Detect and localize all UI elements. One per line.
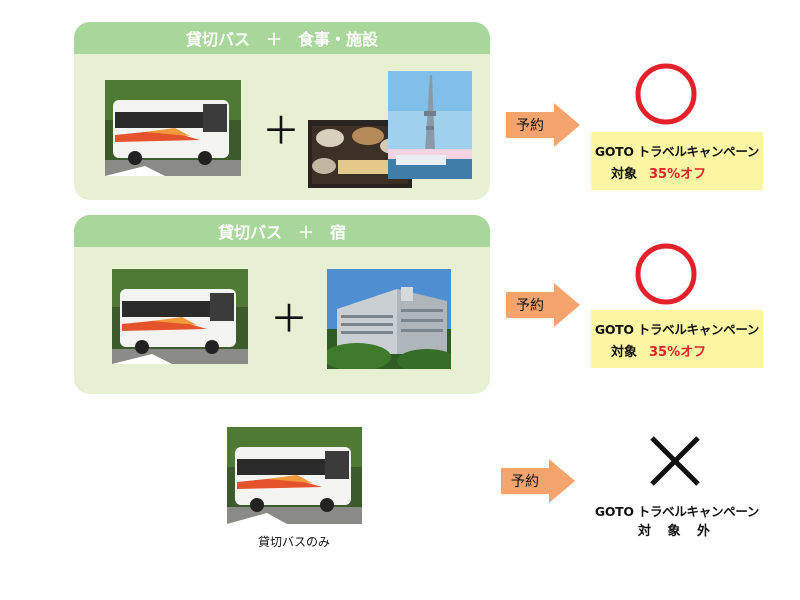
campaign-label: GOTO トラベルキャンペーン (594, 144, 760, 159)
not-eligible-label: 対 象 外 (637, 524, 717, 539)
discount-value: 35%オフ (649, 345, 707, 360)
target-label: 対象 (611, 167, 638, 182)
arrow-label: 予約 (511, 474, 539, 490)
hotel-photo (327, 269, 451, 369)
bus-photo (112, 269, 248, 364)
discount-line: 対象 35%オフ (611, 341, 706, 360)
plus-sign: ＋ (270, 297, 309, 341)
bus-only-caption: 貸切バスのみ (258, 535, 331, 549)
result-box: GOTO トラベルキャンペーン 対象 35%オフ (591, 310, 763, 368)
arrow-reserve: 予約 (506, 103, 580, 147)
circle-mark-icon (635, 243, 697, 305)
panel-title: 貸切バス ＋ 食事・施設 (74, 22, 490, 54)
tower-photo (388, 71, 472, 179)
arrow-label: 予約 (516, 118, 544, 134)
cross-mark-icon (650, 436, 700, 486)
result-box: GOTO トラベルキャンペーン 対象 35%オフ (591, 132, 763, 190)
campaign-label: GOTO トラベルキャンペーン (594, 504, 760, 519)
arrow-reserve: 予約 (501, 459, 575, 503)
discount-value: 35%オフ (649, 167, 707, 182)
plus-sign: ＋ (262, 109, 301, 153)
panel-title: 貸切バス ＋ 宿 (74, 215, 490, 247)
target-label: 対象 (611, 345, 638, 360)
discount-line: 対象 35%オフ (611, 163, 706, 182)
circle-mark-icon (635, 63, 697, 125)
result-text: GOTO トラベルキャンペーン 対 象 外 (591, 501, 763, 541)
arrow-reserve: 予約 (506, 283, 580, 327)
arrow-label: 予約 (516, 298, 544, 314)
bus-photo (105, 80, 241, 176)
bus-photo (227, 427, 362, 524)
campaign-label: GOTO トラベルキャンペーン (594, 322, 760, 337)
